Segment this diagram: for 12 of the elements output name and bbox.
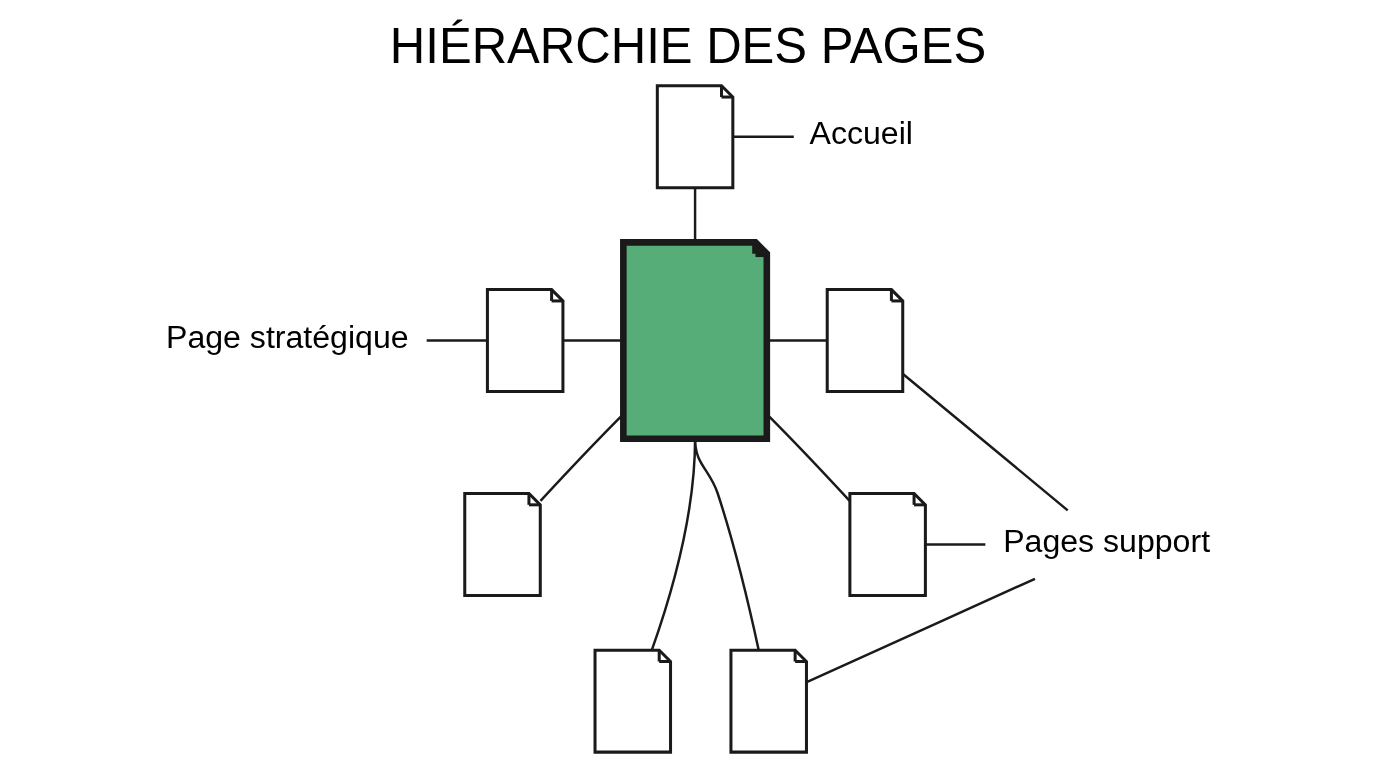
- connector: [902, 373, 1069, 512]
- connector: [426, 339, 487, 342]
- connector: [563, 339, 623, 342]
- diagram-title: HIÉRARCHIE DES PAGES: [389, 18, 987, 73]
- connector: [806, 577, 1036, 684]
- connector: [767, 339, 827, 342]
- node-text: Accueil: [809, 115, 913, 152]
- node-text: Pages support: [1003, 523, 1211, 560]
- node-text: Page stratégique: [166, 319, 409, 356]
- connector: [733, 135, 794, 138]
- connector: [926, 543, 986, 546]
- connector: [693, 187, 697, 242]
